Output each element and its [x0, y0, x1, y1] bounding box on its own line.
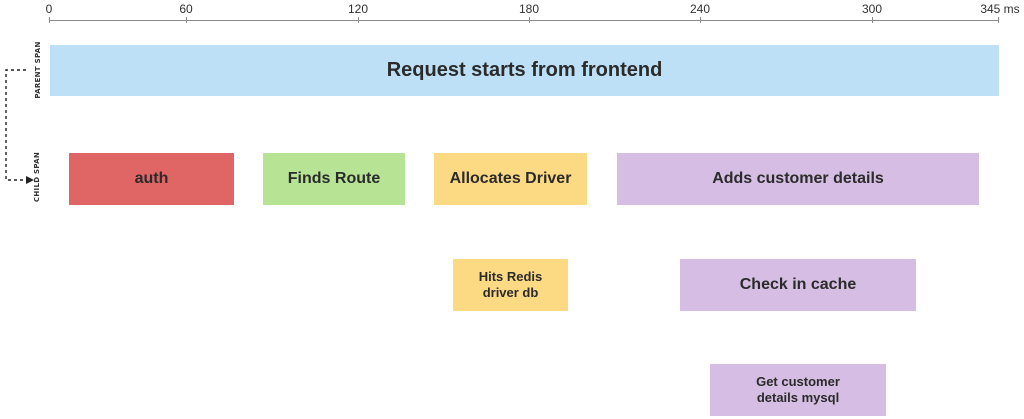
- span-label: Finds Route: [287, 170, 381, 187]
- time-axis-line: [49, 20, 999, 21]
- tick-label-60: 60: [179, 2, 193, 16]
- span-hits-redis-driver-db[interactable]: Hits Redis driver db: [453, 259, 568, 311]
- span-finds-route[interactable]: Finds Route: [263, 153, 405, 205]
- tick-label-0: 0: [45, 2, 53, 16]
- tick-mark: [358, 17, 359, 23]
- span-check-in-cache[interactable]: Check in cache: [680, 259, 916, 311]
- tick-mark: [49, 17, 50, 23]
- span-auth[interactable]: auth: [69, 153, 234, 205]
- tick-mark: [186, 17, 187, 23]
- tick-label-300: 300: [861, 2, 883, 16]
- span-label: Hits Redis driver db: [478, 268, 543, 300]
- span-label: Request starts from frontend: [386, 59, 663, 81]
- tick-mark: [872, 17, 873, 23]
- span-label: Check in cache: [739, 276, 857, 293]
- span-label: Get customer details mysql: [756, 373, 840, 405]
- span-allocates-driver[interactable]: Allocates Driver: [434, 153, 587, 205]
- tick-label-345-ms: 345 ms: [980, 2, 1020, 16]
- tick-mark: [998, 17, 999, 23]
- tick-label-180: 180: [518, 2, 540, 16]
- span-label: Allocates Driver: [449, 170, 572, 187]
- span-label: Adds customer details: [712, 170, 884, 187]
- span-get-customer-details-mysql[interactable]: Get customer details mysql: [710, 364, 886, 416]
- tick-mark: [700, 17, 701, 23]
- span-label: auth: [134, 170, 169, 187]
- tick-label-240: 240: [689, 2, 711, 16]
- span-adds-customer-details[interactable]: Adds customer details: [617, 153, 979, 205]
- parent-child-connector-arrow: [5, 69, 34, 184]
- span-request-starts-from-frontend[interactable]: Request starts from frontend: [50, 45, 999, 96]
- tick-label-120: 120: [347, 2, 369, 16]
- tick-mark: [529, 17, 530, 23]
